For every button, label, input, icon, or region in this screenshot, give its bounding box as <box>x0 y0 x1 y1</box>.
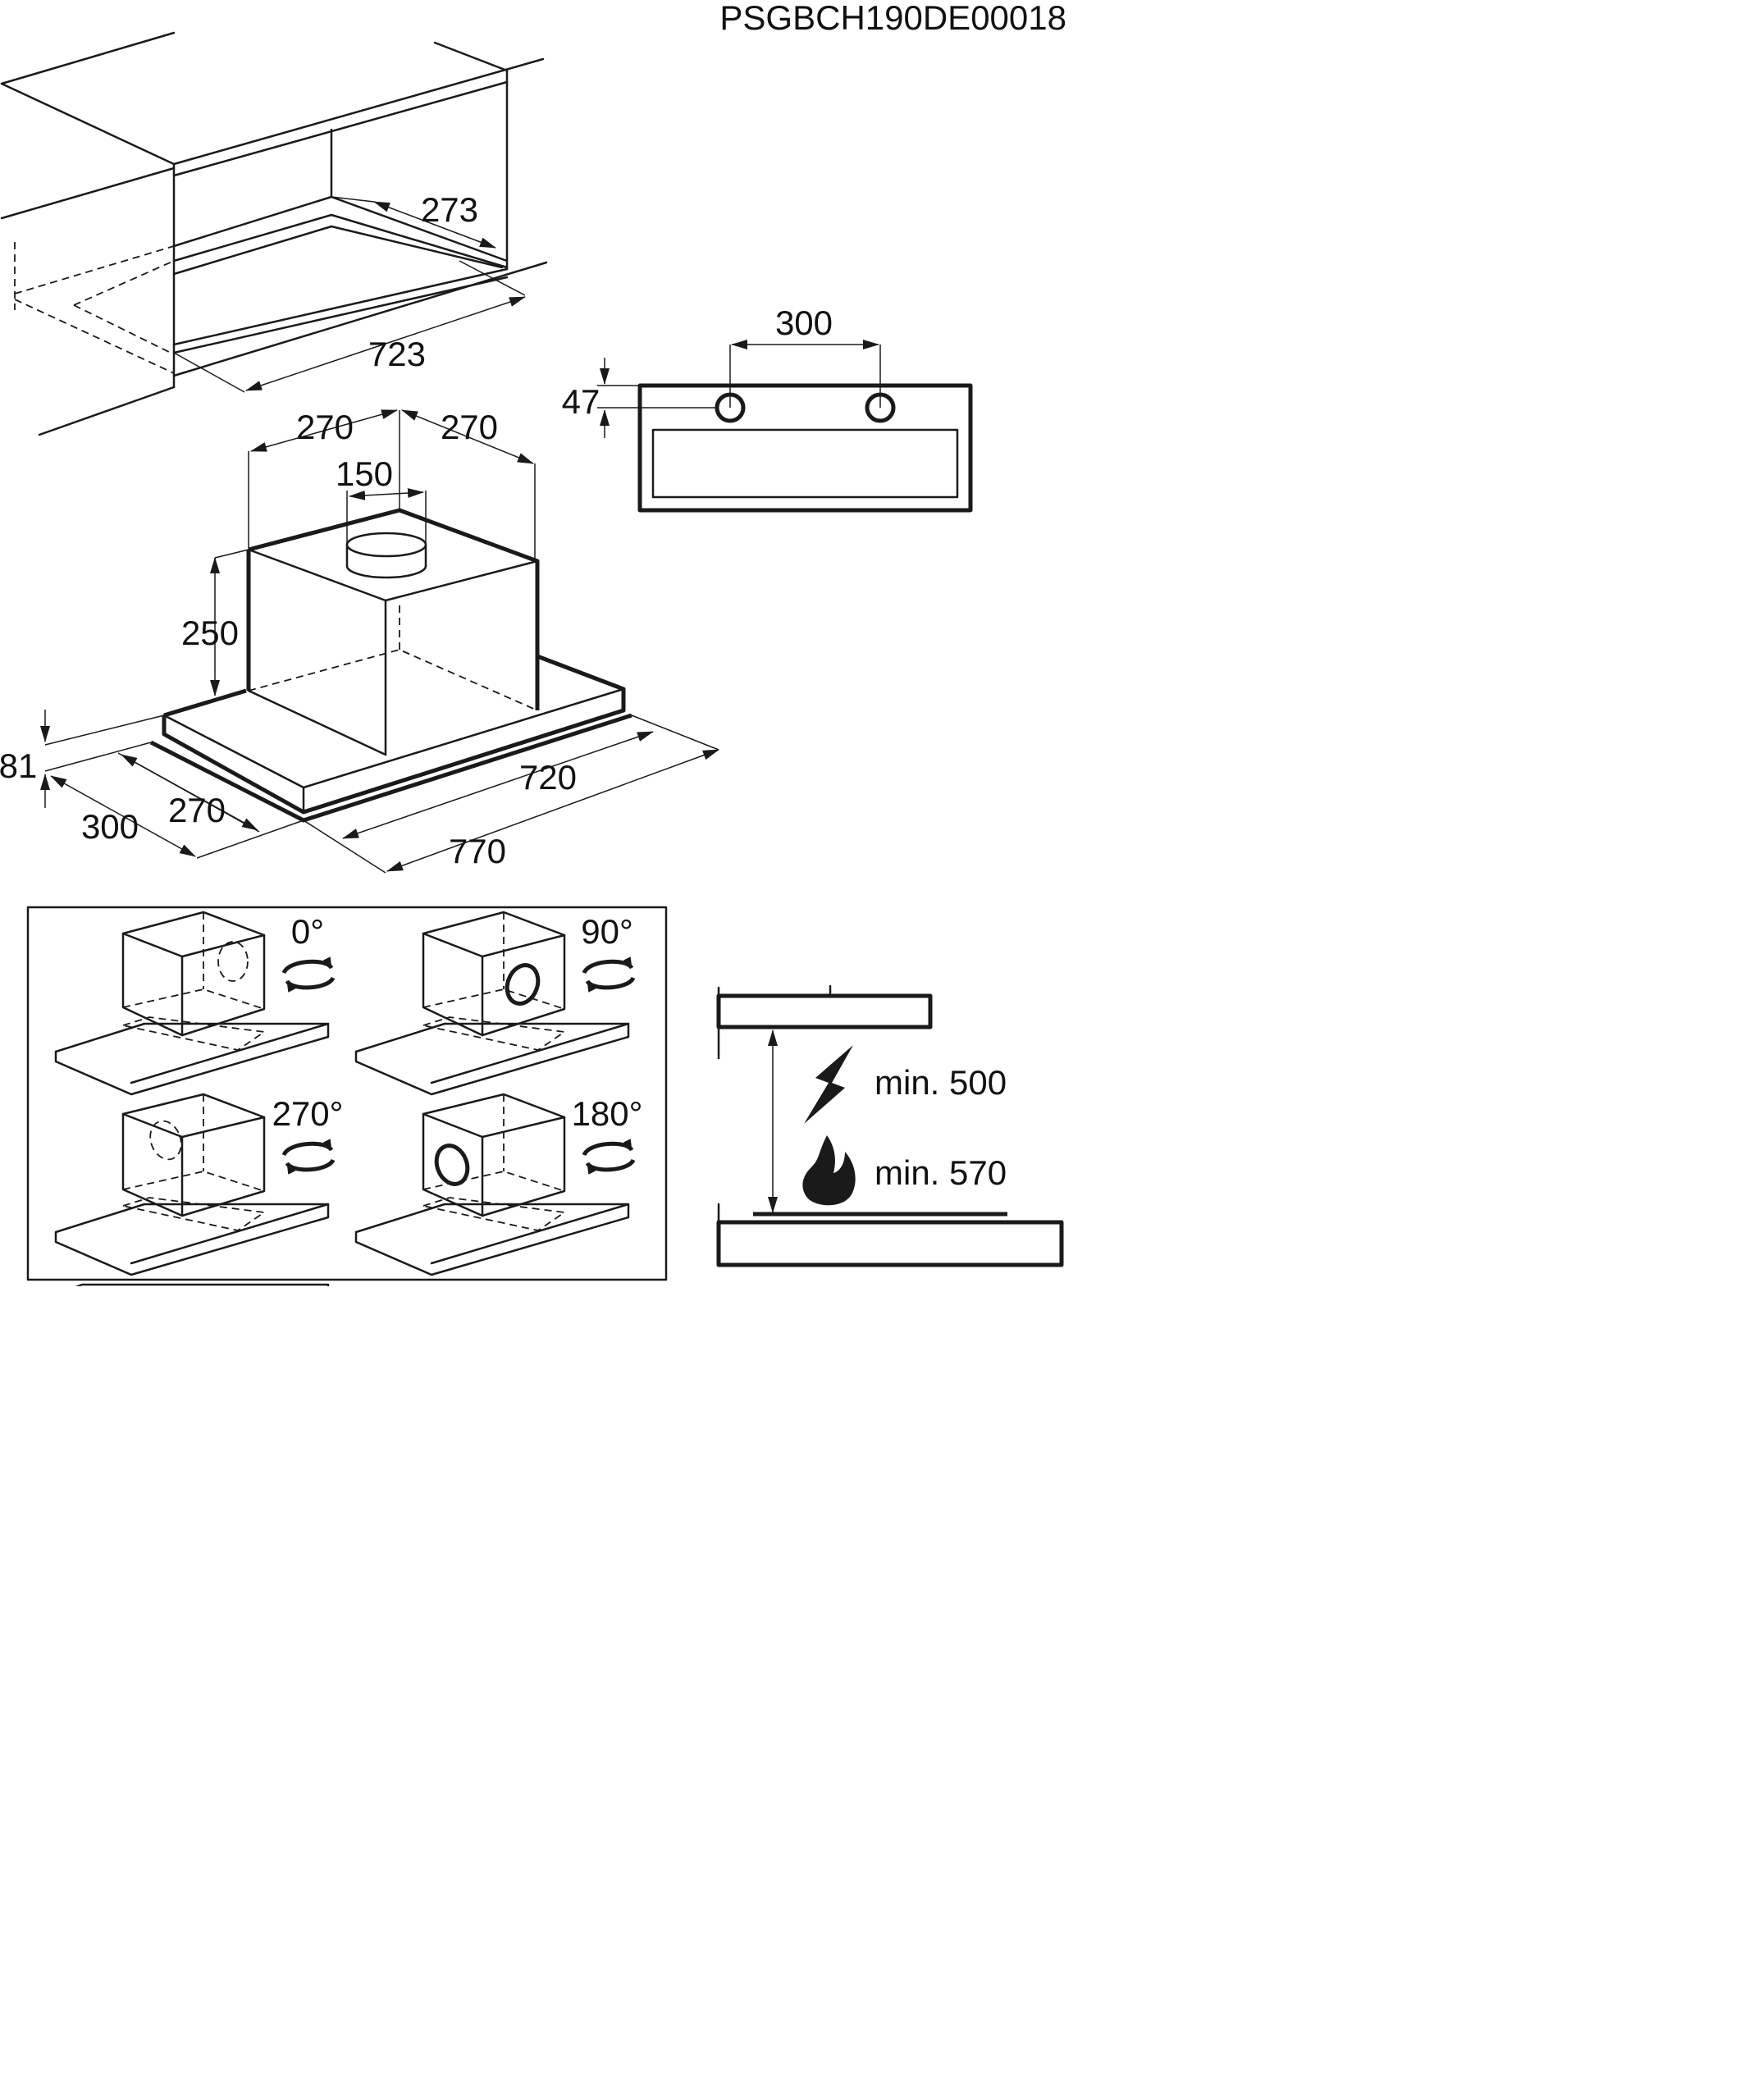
rotation-label-1: 90° <box>581 912 633 951</box>
duct-right-label: 270 <box>441 408 498 446</box>
flame-icon <box>802 1135 856 1206</box>
electric-clearance-label: min. 500 <box>874 1063 1007 1102</box>
cabinet-drawing: 273 723 <box>0 31 548 436</box>
panel-height-label: 81 <box>0 746 37 785</box>
depth-inner-label: 270 <box>168 791 226 829</box>
duct-left-label: 270 <box>296 408 354 446</box>
depth-outer-label: 300 <box>81 807 139 846</box>
lightning-icon <box>804 1045 853 1124</box>
rotation-cell-0: 0° <box>54 911 336 1286</box>
rotation-panel: 0° 90° <box>26 906 668 1286</box>
width-inner-label: 720 <box>519 758 577 797</box>
installation-drawing: PSGBCH190DE00018 273 723 <box>0 0 1066 1286</box>
rotation-label-0: 0° <box>291 912 324 951</box>
cabinet-depth-label: 273 <box>421 190 478 229</box>
rotation-cell-2: 270° <box>54 1093 344 1276</box>
clearance-drawing: min. 500 min. 570 <box>716 984 1064 1267</box>
duct-diameter-label: 150 <box>336 454 393 493</box>
edge-offset-label: 47 <box>562 382 601 421</box>
document-code: PSGBCH190DE00018 <box>719 0 1066 37</box>
cabinet-width-label: 723 <box>368 335 426 373</box>
hole-spacing-label: 300 <box>775 304 833 342</box>
rotation-cell-1: 90° <box>354 911 636 1096</box>
hood-drawing: 270 270 150 250 81 270 300 720 770 <box>0 408 719 874</box>
mounting-plate-drawing: 300 47 <box>562 304 973 513</box>
width-outer-label: 770 <box>449 832 506 870</box>
rotation-label-2: 270° <box>272 1094 344 1133</box>
rotation-cell-3: 180° <box>354 1093 643 1276</box>
rotation-label-3: 180° <box>572 1094 643 1133</box>
box-height-label: 250 <box>181 614 239 652</box>
gas-clearance-label: min. 570 <box>874 1153 1007 1192</box>
